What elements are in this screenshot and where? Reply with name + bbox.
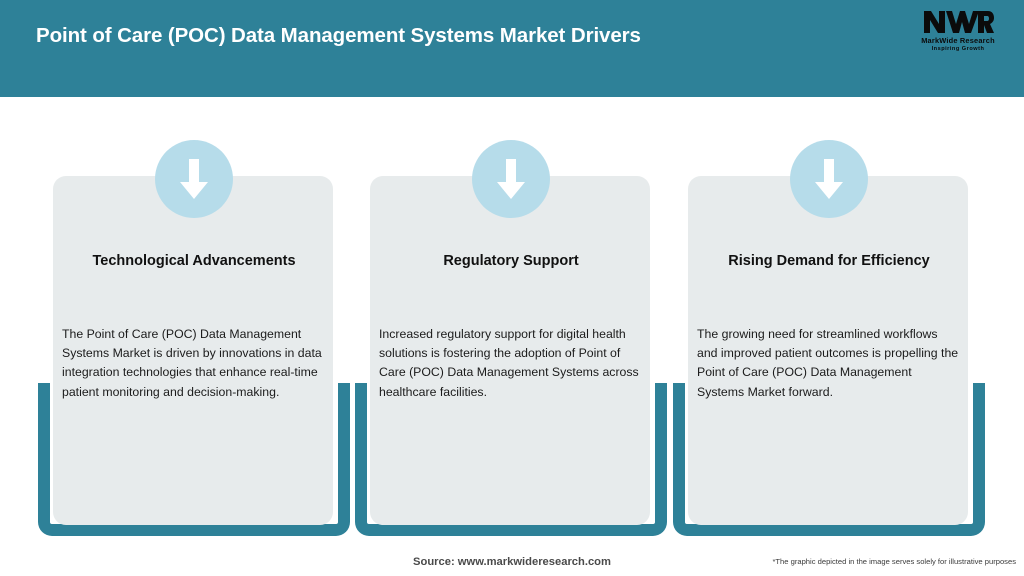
source-label: Source: www.markwideresearch.com xyxy=(413,556,611,568)
card-title: Regulatory Support xyxy=(443,253,579,269)
card-description: Increased regulatory support for digital… xyxy=(379,327,639,399)
card-accent-frame xyxy=(38,383,350,536)
driver-card-3: Rising Demand for Efficiency The growing… xyxy=(671,97,987,537)
card-surface xyxy=(370,176,650,525)
page-header: Point of Care (POC) Data Management Syst… xyxy=(0,0,1024,97)
card-surface xyxy=(53,176,333,525)
page-title: Point of Care (POC) Data Management Syst… xyxy=(36,24,641,47)
logo-company-name: MarkWide Research xyxy=(921,36,995,45)
card-accent-frame xyxy=(355,383,667,536)
card-title: Rising Demand for Efficiency xyxy=(728,253,930,269)
card-title: Technological Advancements xyxy=(92,253,296,269)
drivers-card-row: Technological Advancements The Point of … xyxy=(0,97,1024,537)
logo-tagline: Inspiring Growth xyxy=(931,46,985,52)
down-arrow-icon xyxy=(790,140,868,218)
disclaimer-note: *The graphic depicted in the image serve… xyxy=(772,557,1016,566)
brand-logo: MarkWide Research Inspiring Growth xyxy=(910,8,1006,62)
card-description: The Point of Care (POC) Data Management … xyxy=(62,327,322,399)
card-description: The growing need for streamlined workflo… xyxy=(697,327,959,399)
driver-card-2: Regulatory Support Increased regulatory … xyxy=(353,97,669,537)
card-accent-frame xyxy=(673,383,985,536)
driver-card-1: Technological Advancements The Point of … xyxy=(36,97,352,537)
down-arrow-icon xyxy=(472,140,550,218)
down-arrow-icon xyxy=(155,140,233,218)
mwr-logo-icon xyxy=(924,11,994,33)
card-surface xyxy=(688,176,968,525)
